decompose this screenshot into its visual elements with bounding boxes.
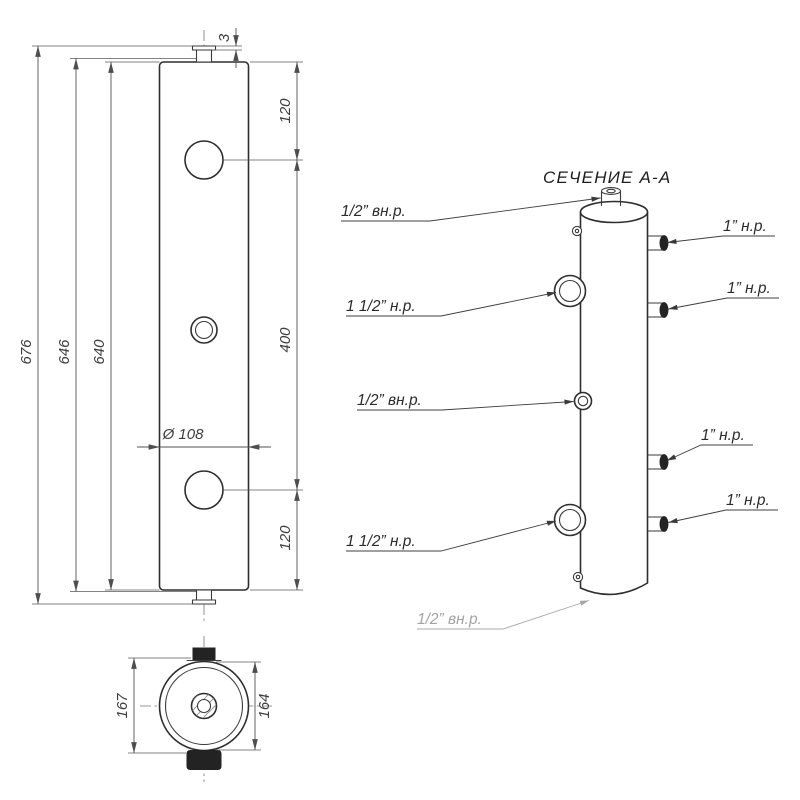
- leader-left-port-top: [346, 291, 557, 317]
- right-port-2: [646, 302, 669, 318]
- top-nipple-cap: [600, 187, 622, 195]
- dim-164-label: 164: [256, 693, 273, 718]
- left-port-top-bore: [558, 279, 582, 303]
- left-port-bottom-bore: [558, 508, 582, 532]
- mounting-lug-bottom: [572, 571, 584, 583]
- section-view: СЕЧЕНИЕ А-А: [341, 168, 779, 630]
- top-nipple-hole: [606, 188, 616, 194]
- label-left-port-top: 1 1/2” н.р.: [346, 298, 416, 315]
- bottom-dimensions: 167 164: [114, 657, 273, 754]
- label-middle-port: 1/2” вн.р.: [357, 392, 422, 409]
- bottom-vessel-outline: [158, 647, 250, 770]
- middle-port-bore: [577, 395, 589, 407]
- label-right-port-3: 1” н.р.: [701, 427, 745, 444]
- bottom-view: 167 164: [114, 636, 273, 782]
- dim-640-label: 640: [91, 339, 108, 365]
- leader-bottom-port: [417, 600, 590, 630]
- dim-3-label: 3: [216, 33, 233, 42]
- bottom-view-top-stub: [192, 647, 216, 661]
- vessel-inner-circle: [164, 666, 244, 746]
- label-left-port-bottom: 1 1/2” н.р.: [346, 533, 416, 550]
- dim-120-top-label: 120: [277, 98, 294, 124]
- leader-right-port-3: [666, 444, 753, 461]
- dim-676-label: 676: [18, 339, 35, 365]
- section-top-rim: [579, 200, 649, 224]
- leader-right-port-2: [668, 297, 779, 310]
- top-stub: [195, 49, 213, 63]
- label-right-port-4: 1” н.р.: [726, 492, 770, 509]
- middle-port-hole-outer: [190, 316, 218, 344]
- leader-left-port-bottom: [346, 520, 557, 552]
- dim-167-label: 167: [114, 693, 131, 719]
- right-port-3: [646, 454, 669, 470]
- front-vessel-outline: [158, 45, 250, 605]
- section-body: [579, 211, 649, 596]
- mounting-lug-bottom-hole: [575, 574, 581, 580]
- bottom-view-bottom-stub: [186, 750, 222, 770]
- label-top-port: 1/2” вн.р.: [341, 203, 406, 220]
- mounting-lug-top-hole: [574, 228, 580, 234]
- dim-400-label: 400: [277, 327, 294, 353]
- label-bottom-port: 1/2” вн.р.: [417, 611, 482, 628]
- leader-top-port: [341, 196, 601, 222]
- top-cap: [191, 45, 217, 51]
- middle-port: [573, 391, 593, 411]
- leader-right-port-1: [667, 235, 775, 245]
- section-callouts: 1/2” вн.р. 1” н.р. 1” н.р. 1 1/2” н.р. 1…: [341, 196, 779, 630]
- front-view: 676 646 640 3 120 400 120 Ø 108: [18, 28, 303, 622]
- section-vessel: [553, 187, 669, 596]
- mounting-lug-top: [571, 225, 583, 237]
- right-port-1: [646, 235, 669, 251]
- label-right-port-2: 1” н.р.: [727, 280, 771, 297]
- leader-middle-port: [357, 399, 574, 411]
- middle-port-hole-inner: [194, 320, 214, 340]
- dim-diameter-label: Ø 108: [162, 426, 205, 443]
- bottom-stub: [195, 589, 213, 601]
- right-port-4: [646, 516, 669, 532]
- label-right-port-1: 1” н.р.: [723, 218, 767, 235]
- section-title: СЕЧЕНИЕ А-А: [543, 168, 671, 187]
- dim-120-bottom-label: 120: [277, 525, 294, 551]
- bottom-cap: [191, 599, 217, 605]
- front-dimensions: 676 646 640 3 120 400 120 Ø 108: [18, 28, 303, 605]
- center-port-hole: [196, 698, 212, 714]
- leader-right-port-4: [668, 509, 778, 524]
- dim-646-label: 646: [56, 339, 73, 365]
